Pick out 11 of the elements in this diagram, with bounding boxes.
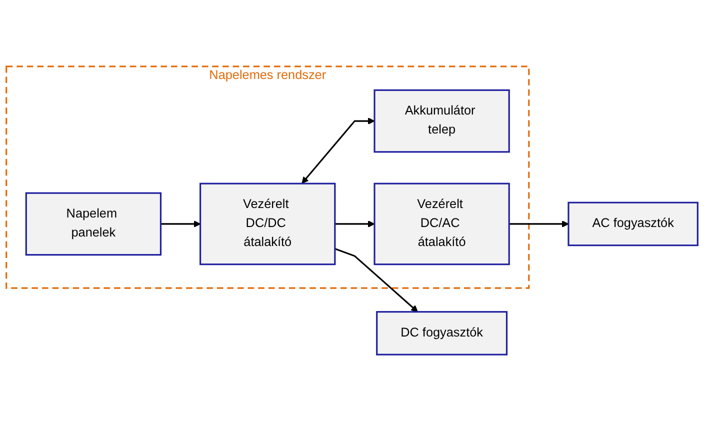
node-box: Vezérelt DC/DC átalakító bbox=[200, 182, 336, 266]
node-box: Vezérelt DC/AC átalakító bbox=[374, 182, 510, 266]
arrow bbox=[160, 220, 201, 228]
arrow bbox=[334, 248, 418, 312]
node-box: AC fogyasztók bbox=[568, 202, 698, 246]
arrow bbox=[334, 220, 375, 228]
arrow bbox=[509, 220, 569, 228]
node-box: Akkumulátor telep bbox=[374, 89, 510, 153]
node-box: DC fogyasztók bbox=[376, 311, 508, 356]
node-box: Napelem panelek bbox=[25, 192, 162, 256]
arrow bbox=[302, 118, 375, 184]
